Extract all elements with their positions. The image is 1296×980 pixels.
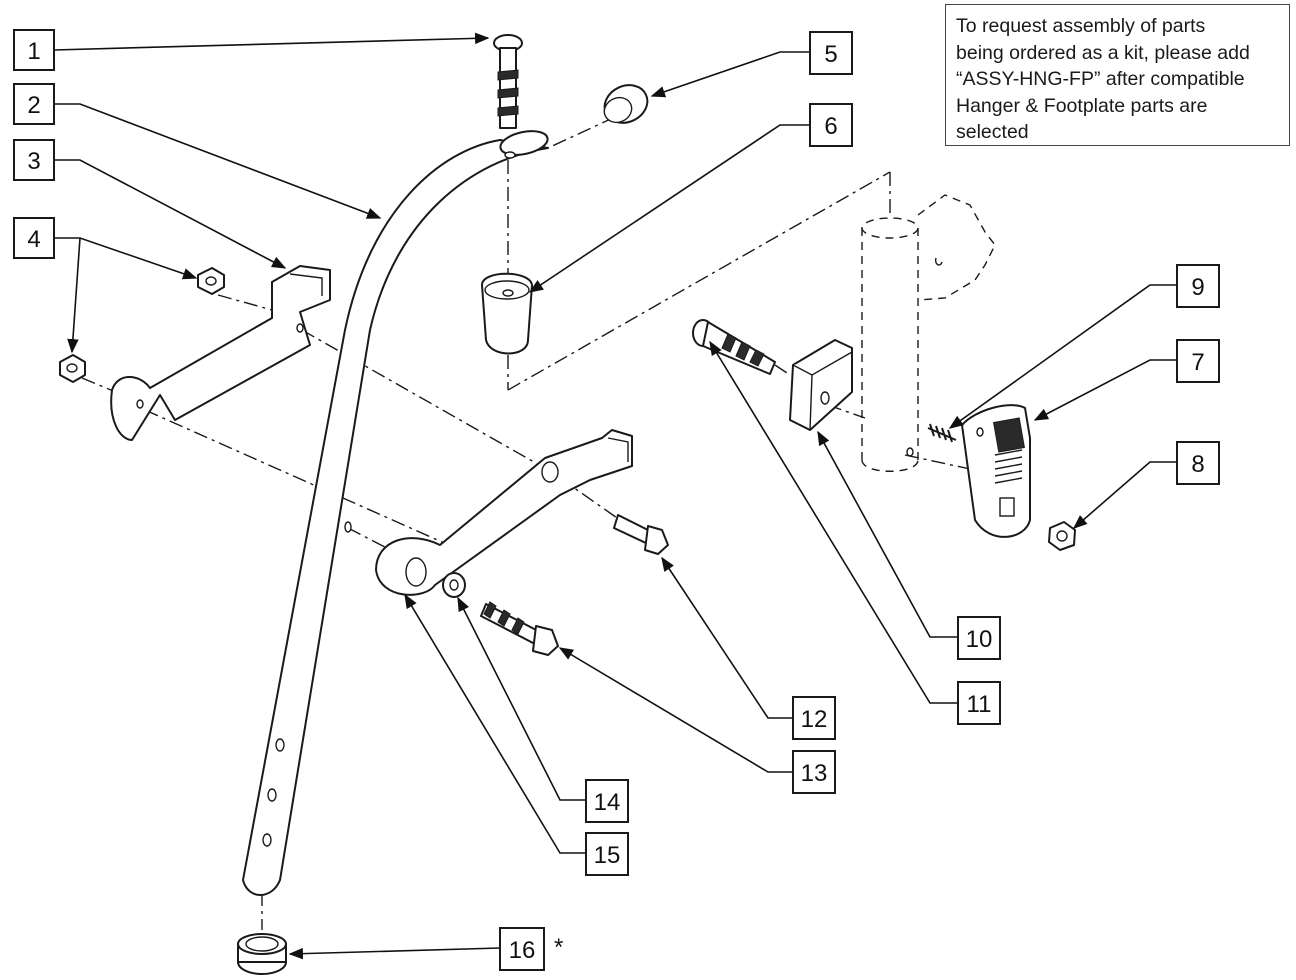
callout-2: 2 <box>13 83 55 125</box>
short-bolt <box>613 514 669 555</box>
assembly-note: To request assembly of parts being order… <box>945 4 1290 146</box>
latch-block <box>789 339 853 431</box>
callout-12: 12 <box>792 696 836 740</box>
callout-9-label: 9 <box>1191 274 1204 301</box>
callout-15-label: 15 <box>594 842 621 869</box>
callout-11-label: 11 <box>967 691 992 718</box>
callout-1-label: 1 <box>27 38 40 65</box>
assembly-note-text: To request assembly of parts being order… <box>956 15 1250 143</box>
callout-9: 9 <box>1176 264 1220 308</box>
callout-3-label: 3 <box>27 148 40 175</box>
upper-clamp-bracket <box>110 265 331 441</box>
end-cap <box>237 933 287 975</box>
callout-1: 1 <box>13 29 55 71</box>
leader-lines <box>53 32 1177 960</box>
callout-13-label: 13 <box>801 760 828 787</box>
release-lever <box>961 404 1031 538</box>
top-bolt <box>493 34 523 129</box>
pivot-bolt <box>692 319 776 375</box>
lower-clamp-bracket <box>375 429 633 596</box>
callout-7: 7 <box>1176 339 1220 383</box>
callout-6: 6 <box>809 103 853 147</box>
callout-6-label: 6 <box>824 113 837 140</box>
callout-16-label: 16 <box>509 937 536 964</box>
callout-10-label: 10 <box>966 626 993 653</box>
small-nut <box>1048 521 1076 551</box>
callout-14: 14 <box>585 779 629 823</box>
callout-5-label: 5 <box>824 41 837 68</box>
callout-14-label: 14 <box>594 789 621 816</box>
callout-16-asterisk: * <box>554 934 563 961</box>
callout-4: 4 <box>13 217 55 259</box>
frame-receiver-phantom <box>861 194 996 472</box>
assembly-centerlines <box>81 116 976 930</box>
hanger-tube <box>242 130 549 896</box>
callout-11: 11 <box>957 681 1001 725</box>
callout-8: 8 <box>1176 441 1220 485</box>
spring <box>927 423 957 443</box>
callout-12-label: 12 <box>801 706 828 733</box>
callout-13: 13 <box>792 750 836 794</box>
nuts <box>59 267 225 383</box>
callout-3: 3 <box>13 139 55 181</box>
callout-8-label: 8 <box>1191 451 1204 478</box>
callout-15: 15 <box>585 832 629 876</box>
callout-4-label: 4 <box>27 226 40 253</box>
cam-pin-block <box>481 272 533 355</box>
long-bolt <box>480 601 559 656</box>
callout-7-label: 7 <box>1191 349 1204 376</box>
callout-16: 16 * <box>499 927 563 971</box>
callout-2-label: 2 <box>27 92 40 119</box>
callout-10: 10 <box>957 616 1001 660</box>
callout-5: 5 <box>809 31 853 75</box>
washer <box>442 572 466 598</box>
bushing <box>603 84 649 124</box>
